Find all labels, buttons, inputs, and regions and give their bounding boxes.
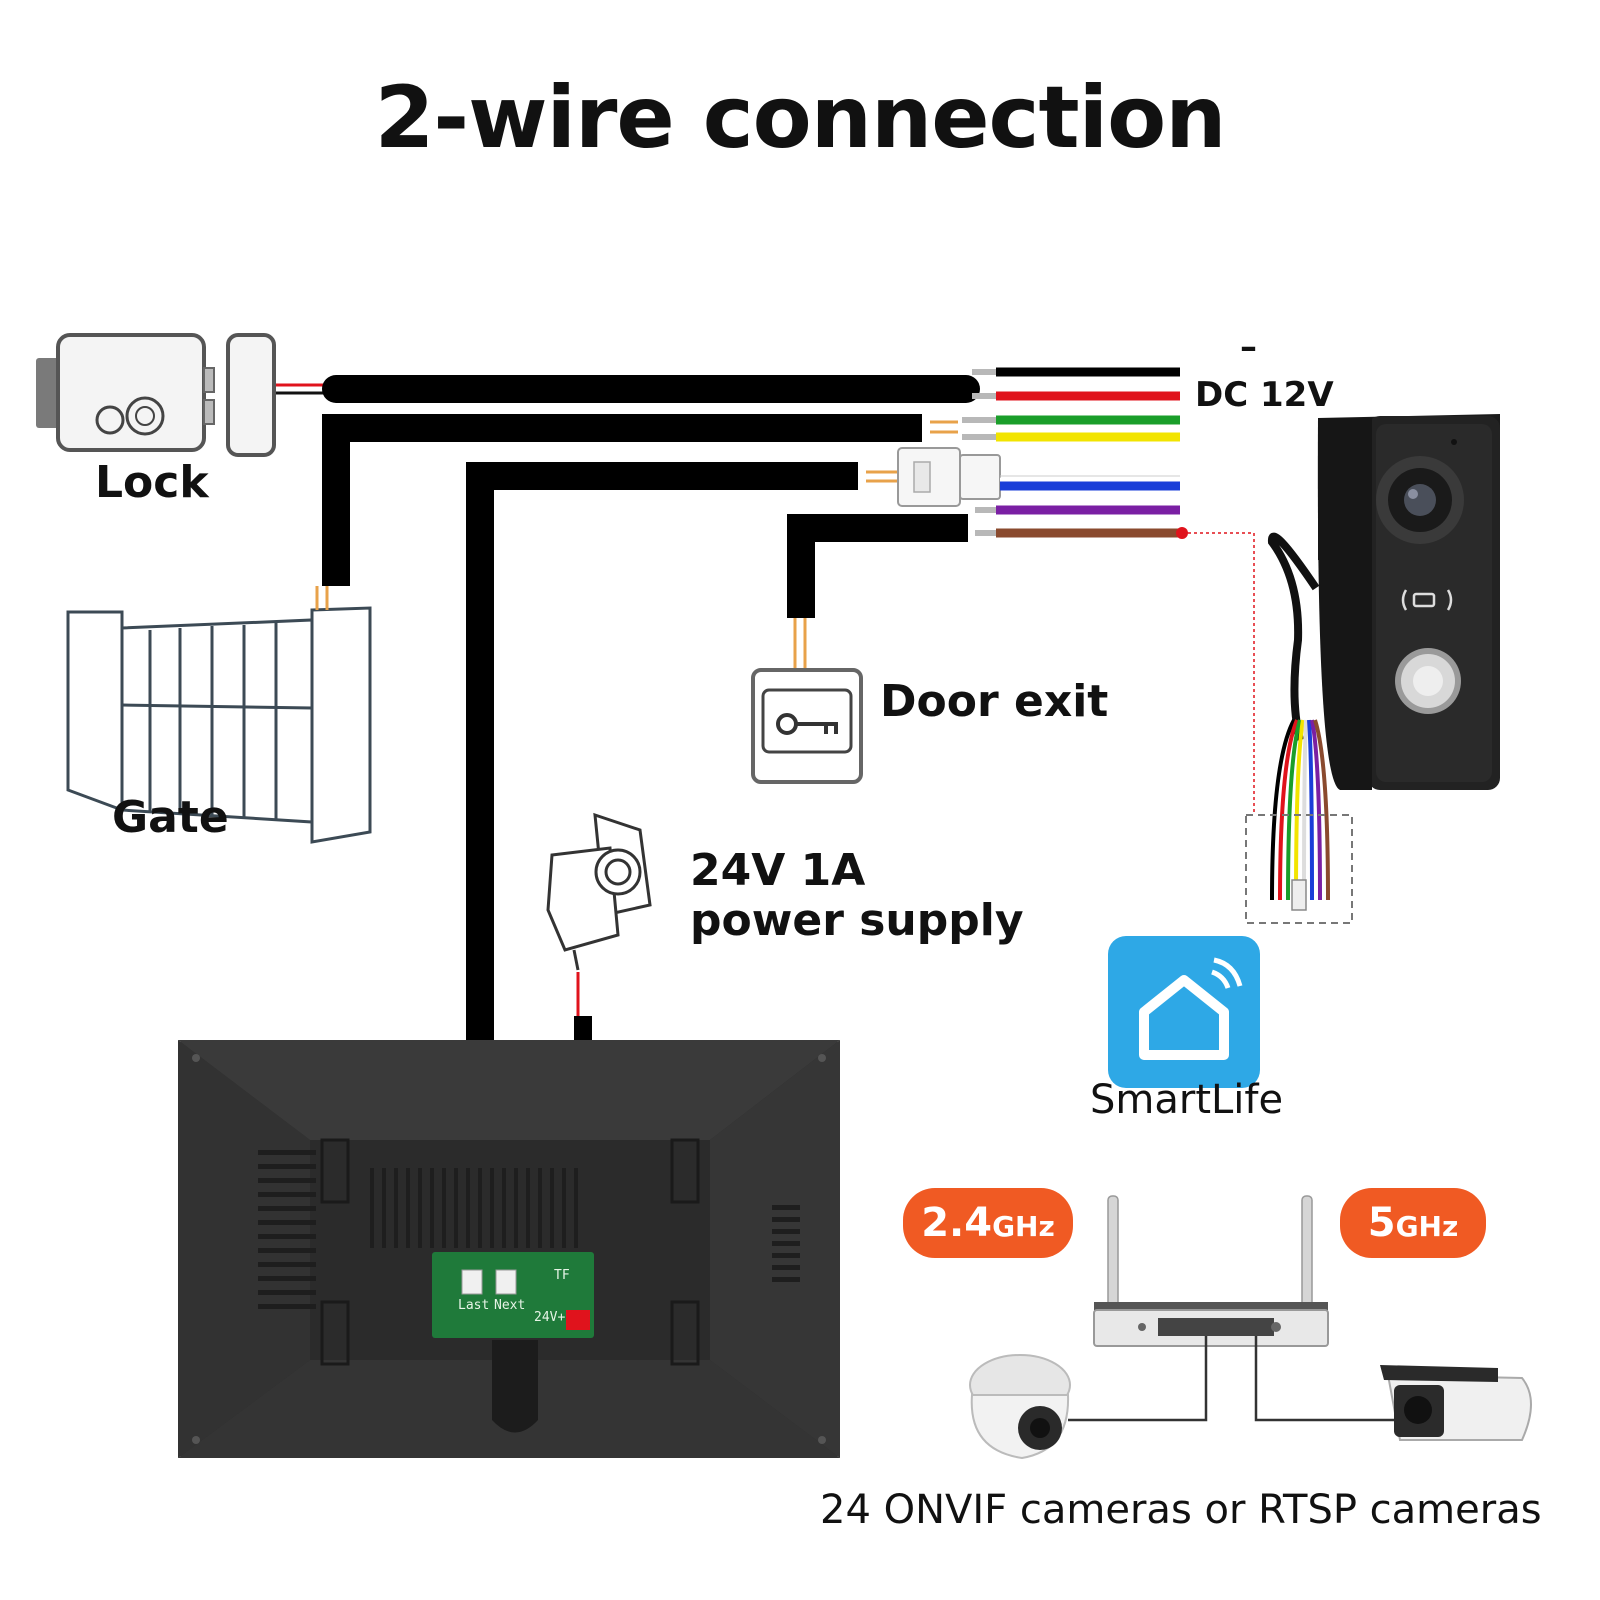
electric-lock-icon [36,333,276,457]
doorbell-pigtail [1270,719,1330,901]
call-button-icon [1395,648,1461,714]
vent-slot [258,1164,316,1169]
pcb-last-label: Last [458,1298,490,1313]
indoor-monitor-icon [178,1040,840,1458]
vent-slot [538,1168,542,1248]
bullet-camera-icon [1380,1365,1532,1441]
vent-slot [394,1168,398,1248]
vent-slot [258,1234,316,1239]
badge-5ghz: 5GHz [1340,1188,1486,1258]
dc-minus-label: – [1240,327,1257,367]
dome-camera-icon [969,1354,1071,1460]
pigtail-wire [1307,719,1314,901]
key-icon [776,713,838,735]
diagram-title: 2-wire connection [374,68,1227,168]
vent-slot [258,1276,316,1281]
smartlife-label: SmartLife [1090,1077,1284,1123]
cameras-label: 24 ONVIF cameras or RTSP cameras [820,1487,1542,1533]
pigtail-wire [1286,719,1302,901]
circuit-board [432,1252,594,1338]
vent-slot [258,1192,316,1197]
pcb-next-label: Next [494,1298,526,1313]
vent-slot [258,1248,316,1253]
pigtail-wire [1270,719,1296,901]
vent-slot [514,1168,518,1248]
pigtail-wire [1278,719,1299,901]
vent-slot [258,1150,316,1155]
vent-slot [430,1168,434,1248]
vent-slot [574,1168,578,1248]
pcb-power-label: 24V+ [534,1310,566,1325]
vent-slot [258,1304,316,1309]
vent-slot [258,1206,316,1211]
vent-slot [478,1168,482,1248]
pigtail-wire [1313,719,1330,901]
vent-slot [258,1262,316,1267]
vent-slot [772,1229,800,1234]
power-supply-rating: 24V 1A [690,845,866,896]
vent-slot [258,1220,316,1225]
gate-icon [66,606,372,844]
vent-slots [258,1150,800,1309]
badge-2-4ghz: 2.4GHz [903,1188,1073,1258]
exit-button-icon [751,668,863,784]
vent-slot [466,1168,470,1248]
vent-slot [406,1168,410,1248]
vent-slot [550,1168,554,1248]
vent-slot [562,1168,566,1248]
dc-power-label: DC 12V [1195,375,1334,415]
vent-slot [258,1178,316,1183]
power-adapter-icon [546,812,652,971]
vent-slot [772,1253,800,1258]
rfid-icon [1401,589,1453,611]
vent-slot [454,1168,458,1248]
vent-slot [382,1168,386,1248]
smartlife-app-icon [1108,936,1260,1088]
vent-slot [772,1205,800,1210]
pcb-tf-label: TF [554,1268,570,1283]
wifi-router-icon [1093,1195,1329,1347]
colored-wires [996,367,1180,538]
vent-slot [772,1241,800,1246]
vent-slot [418,1168,422,1248]
lock-label: Lock [95,457,209,508]
vent-slot [442,1168,446,1248]
power-supply-label: power supply [690,895,1024,946]
vent-slot [526,1168,530,1248]
vent-slot [772,1217,800,1222]
vent-slot [772,1277,800,1282]
camera-lens-icon [1376,439,1464,544]
pigtail-wire [1294,719,1305,901]
vent-slot [502,1168,506,1248]
connector-plug [897,447,1001,507]
door-exit-label: Door exit [880,676,1109,727]
vent-slot [490,1168,494,1248]
pigtail-wire [1302,719,1308,901]
gate-label: Gate [112,792,229,843]
vent-slot [370,1168,374,1248]
vent-slot [258,1290,316,1295]
pigtail-wire [1310,719,1322,901]
doorbell-camera-icon [1317,414,1500,790]
vent-slot [772,1265,800,1270]
